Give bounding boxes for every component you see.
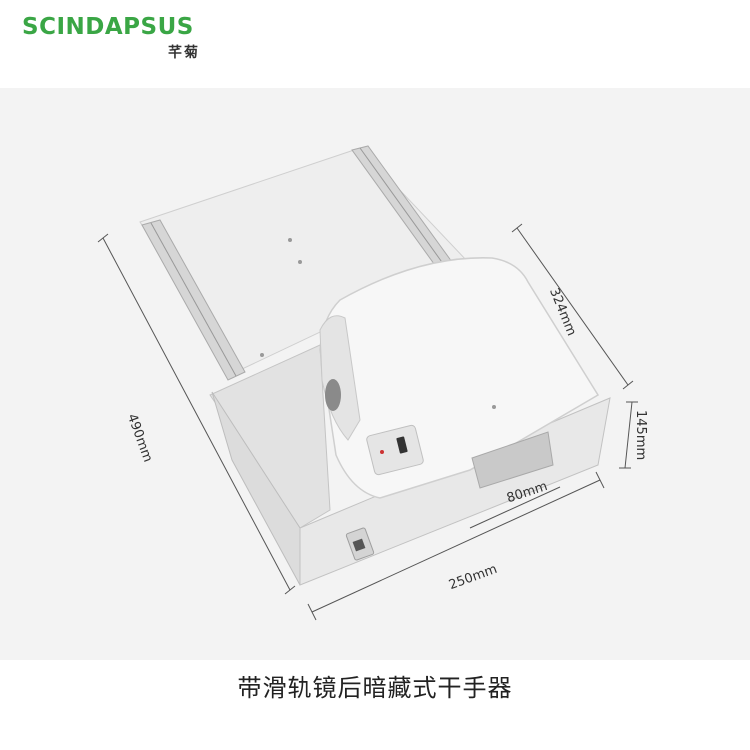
dim-line-324 [516, 227, 629, 386]
air-intake [325, 379, 341, 411]
dimension-lines [97, 223, 638, 621]
screw-hole [492, 405, 496, 409]
air-outlet [471, 431, 554, 489]
screw-hole [298, 260, 302, 264]
dim-line-80 [469, 486, 561, 529]
dim-line-250 [311, 479, 601, 613]
brand-logo: SCINDAPSUS 芊菊 [22, 14, 202, 64]
indicator-light [380, 450, 384, 454]
product-caption: 带滑轨镜后暗藏式干手器 [237, 674, 513, 702]
logo-subtext: 芊菊 [168, 45, 200, 61]
dimension-height: 145mm [633, 410, 648, 461]
screw-hole [288, 238, 292, 242]
power-switch-icon [396, 436, 408, 454]
screw-hole [260, 353, 264, 357]
logo-text: SCINDAPSUS [22, 14, 194, 40]
dim-line-145 [624, 401, 633, 469]
socket-plug-icon [352, 538, 366, 552]
power-switch-panel [366, 424, 424, 476]
dim-line-490 [102, 237, 291, 591]
